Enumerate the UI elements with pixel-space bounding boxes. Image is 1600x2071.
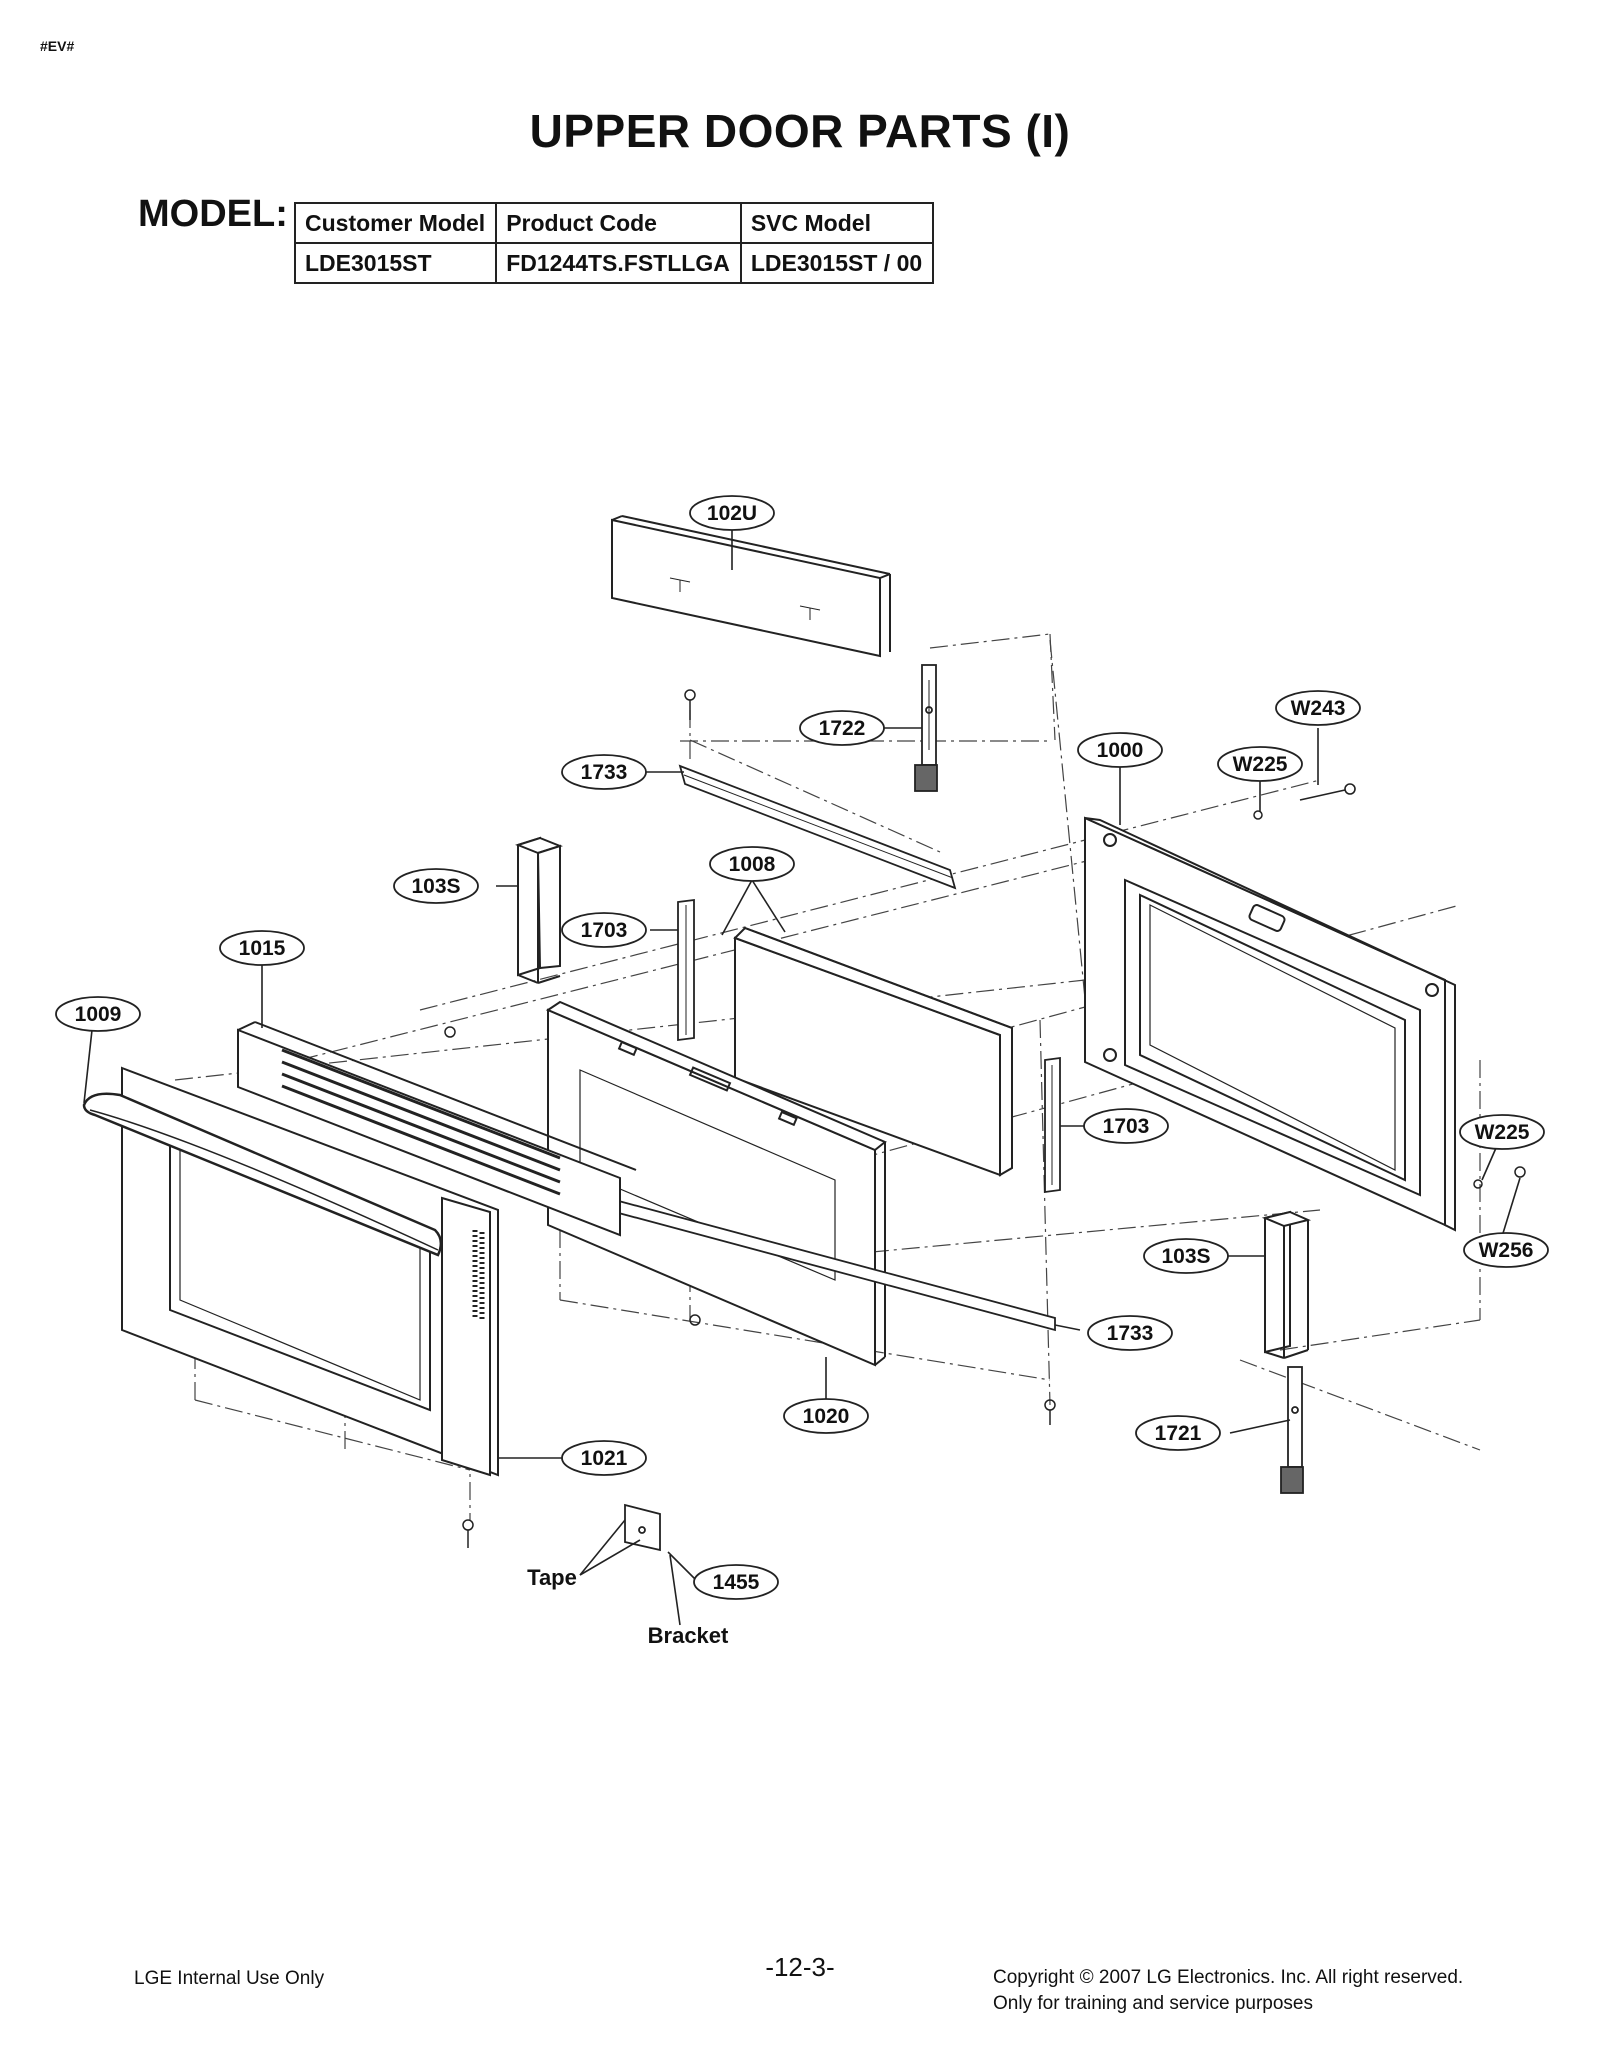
part-1000-frame <box>1084 816 1456 1232</box>
callout-1721: 1721 <box>1155 1422 1202 1445</box>
footer-copyright: Copyright © 2007 LG Electronics. Inc. Al… <box>993 1967 1464 1988</box>
callout-1703-left: 1703 <box>581 919 628 942</box>
part-1021-outer-door <box>121 1066 499 1477</box>
screw-w256 <box>1514 1166 1526 1178</box>
callout-103s-left: 103S <box>411 875 460 898</box>
callout-1015: 1015 <box>239 937 286 960</box>
cell-product-code: FD1244TS.FSTLLGA <box>495 242 742 284</box>
leader-lines <box>83 530 1521 1626</box>
model-table-header-row: Customer Model Product Code SVC Model <box>293 202 935 244</box>
label-bracket: Bracket <box>648 1623 729 1648</box>
callout-1021: 1021 <box>581 1447 628 1470</box>
cell-svc-model: LDE3015ST / 00 <box>739 242 935 284</box>
cell-customer-model: LDE3015ST <box>293 242 498 284</box>
part-1015-vent-trim <box>237 1021 637 1237</box>
part-1703-left-strip <box>677 898 695 1042</box>
part-1733-top-rail <box>678 764 957 890</box>
callout-103s-right: 103S <box>1161 1245 1210 1268</box>
page-title: UPPER DOOR PARTS (I) <box>529 105 1071 157</box>
header-product-code: Product Code <box>495 202 742 244</box>
model-label: MODEL: <box>138 193 288 235</box>
footer-copyright-block: Copyright © 2007 LG Electronics. Inc. Al… <box>993 1965 1463 2017</box>
callout-1733-bottom: 1733 <box>1107 1322 1154 1345</box>
screw-top <box>684 689 696 720</box>
screw-bottom-left <box>462 1519 474 1548</box>
callout-1009: 1009 <box>75 1003 122 1026</box>
callout-ovals <box>55 495 1549 1600</box>
screw-mid <box>689 1314 701 1326</box>
screw-w243 <box>1299 783 1356 801</box>
callout-1000: 1000 <box>1097 739 1144 762</box>
callout-1733-top: 1733 <box>581 761 628 784</box>
part-1455-bracket <box>624 1503 661 1552</box>
callout-w243: W243 <box>1291 697 1346 720</box>
header-svc-model: SVC Model <box>739 202 935 244</box>
callout-1020: 1020 <box>803 1405 850 1428</box>
callout-1722: 1722 <box>819 717 866 740</box>
callout-w225-top: W225 <box>1233 753 1288 776</box>
label-tape: Tape <box>527 1565 577 1590</box>
screw-left <box>444 1026 456 1038</box>
callout-w225-right: W225 <box>1475 1121 1530 1144</box>
part-1703-right-strip <box>1044 1056 1061 1194</box>
callout-1455: 1455 <box>713 1571 760 1594</box>
page-number: -12-3- <box>765 1952 835 1982</box>
footer-internal-use: LGE Internal Use Only <box>134 1968 325 1989</box>
part-1721-hinge <box>1280 1366 1304 1494</box>
callout-labels: 102U 1722 W243 1000 W225 1733 1008 103S … <box>75 502 1534 1594</box>
washer-w225-right <box>1473 1179 1483 1189</box>
callout-102u: 102U <box>707 502 757 525</box>
model-table-row: LDE3015ST FD1244TS.FSTLLGA LDE3015ST / 0… <box>293 242 935 284</box>
part-102u-trim <box>611 515 891 658</box>
screw-bottom-mid <box>1044 1399 1056 1425</box>
washer-w225-top <box>1253 810 1263 820</box>
model-table: Customer Model Product Code SVC Model LD… <box>293 202 935 284</box>
callout-1008: 1008 <box>729 853 776 876</box>
callout-1703-right: 1703 <box>1103 1115 1150 1138</box>
footer-training: Only for training and service purposes <box>993 1993 1313 2014</box>
part-1722-hinge <box>914 664 938 792</box>
part-103s-left <box>515 836 563 984</box>
part-1008-glass <box>733 926 1013 1177</box>
part-1009-handle <box>82 1092 443 1257</box>
corner-mark: #EV# <box>40 38 75 54</box>
header-customer-model: Customer Model <box>293 202 498 244</box>
callout-w256: W256 <box>1479 1239 1534 1262</box>
part-103s-right <box>1261 1210 1312 1359</box>
